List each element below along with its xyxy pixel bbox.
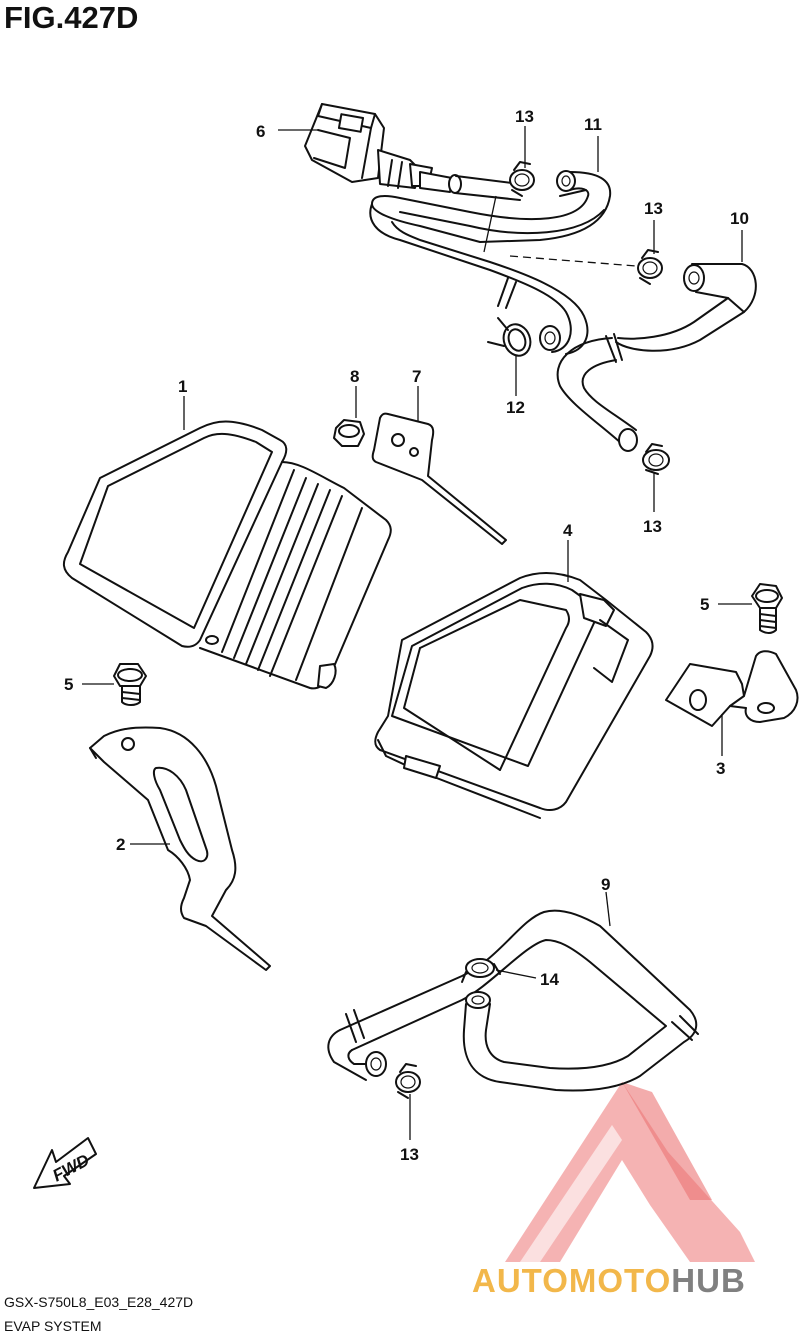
callout-12: 12 <box>506 398 525 417</box>
part-4-case <box>374 572 654 819</box>
part-5-bolt-a <box>751 583 783 634</box>
figure-code: GSX-S750L8_E03_E28_427D <box>4 1294 194 1310</box>
callout-5: 5 <box>64 675 73 694</box>
leader-lines <box>82 126 752 1140</box>
callout-14: 14 <box>540 970 559 989</box>
figure-name: EVAP SYSTEM <box>4 1318 102 1334</box>
callout-6: 6 <box>256 122 265 141</box>
part-7-bracket <box>371 412 507 545</box>
callout-11: 11 <box>584 115 602 134</box>
part-11-hose <box>371 170 612 243</box>
callout-4: 4 <box>563 521 573 540</box>
part-13-clamp-c <box>642 443 670 475</box>
callout-10: 10 <box>730 209 749 228</box>
part-13-clamp-b <box>637 249 663 285</box>
figure-title: FIG.427D <box>4 0 139 35</box>
part-3-bracket <box>665 650 799 727</box>
watermark-text: AUTOMOTOHUB <box>472 1262 746 1299</box>
fwd-arrow-icon: FWD <box>33 1137 97 1189</box>
part-14-clamp <box>461 958 501 983</box>
callout-13: 13 <box>643 517 662 536</box>
callout-8: 8 <box>350 367 359 386</box>
part-13-clamp-d <box>395 1063 421 1099</box>
part-10-hose <box>556 263 757 452</box>
part-1-canister <box>62 420 392 690</box>
part-12-clamp <box>487 317 532 357</box>
callout-13: 13 <box>515 107 534 126</box>
callout-1: 1 <box>178 377 187 396</box>
watermark-logo <box>505 1082 755 1262</box>
callout-5: 5 <box>700 595 709 614</box>
callout-7: 7 <box>412 367 421 386</box>
part-9-hose <box>327 909 699 1092</box>
callout-labels: 6 13 11 13 10 1 8 7 12 13 4 5 5 3 2 9 14… <box>64 107 749 1164</box>
part-2-bracket <box>89 726 271 971</box>
part-13-clamp-a <box>509 161 535 197</box>
callout-3: 3 <box>716 759 725 778</box>
part-5-bolt-b <box>113 663 147 706</box>
callout-2: 2 <box>116 835 125 854</box>
callout-13: 13 <box>644 199 663 218</box>
callout-13: 13 <box>400 1145 419 1164</box>
part-8-nut <box>333 419 365 447</box>
part-6-purge-valve <box>304 103 462 194</box>
callout-9: 9 <box>601 875 610 894</box>
hose-lower-loop <box>369 203 589 355</box>
